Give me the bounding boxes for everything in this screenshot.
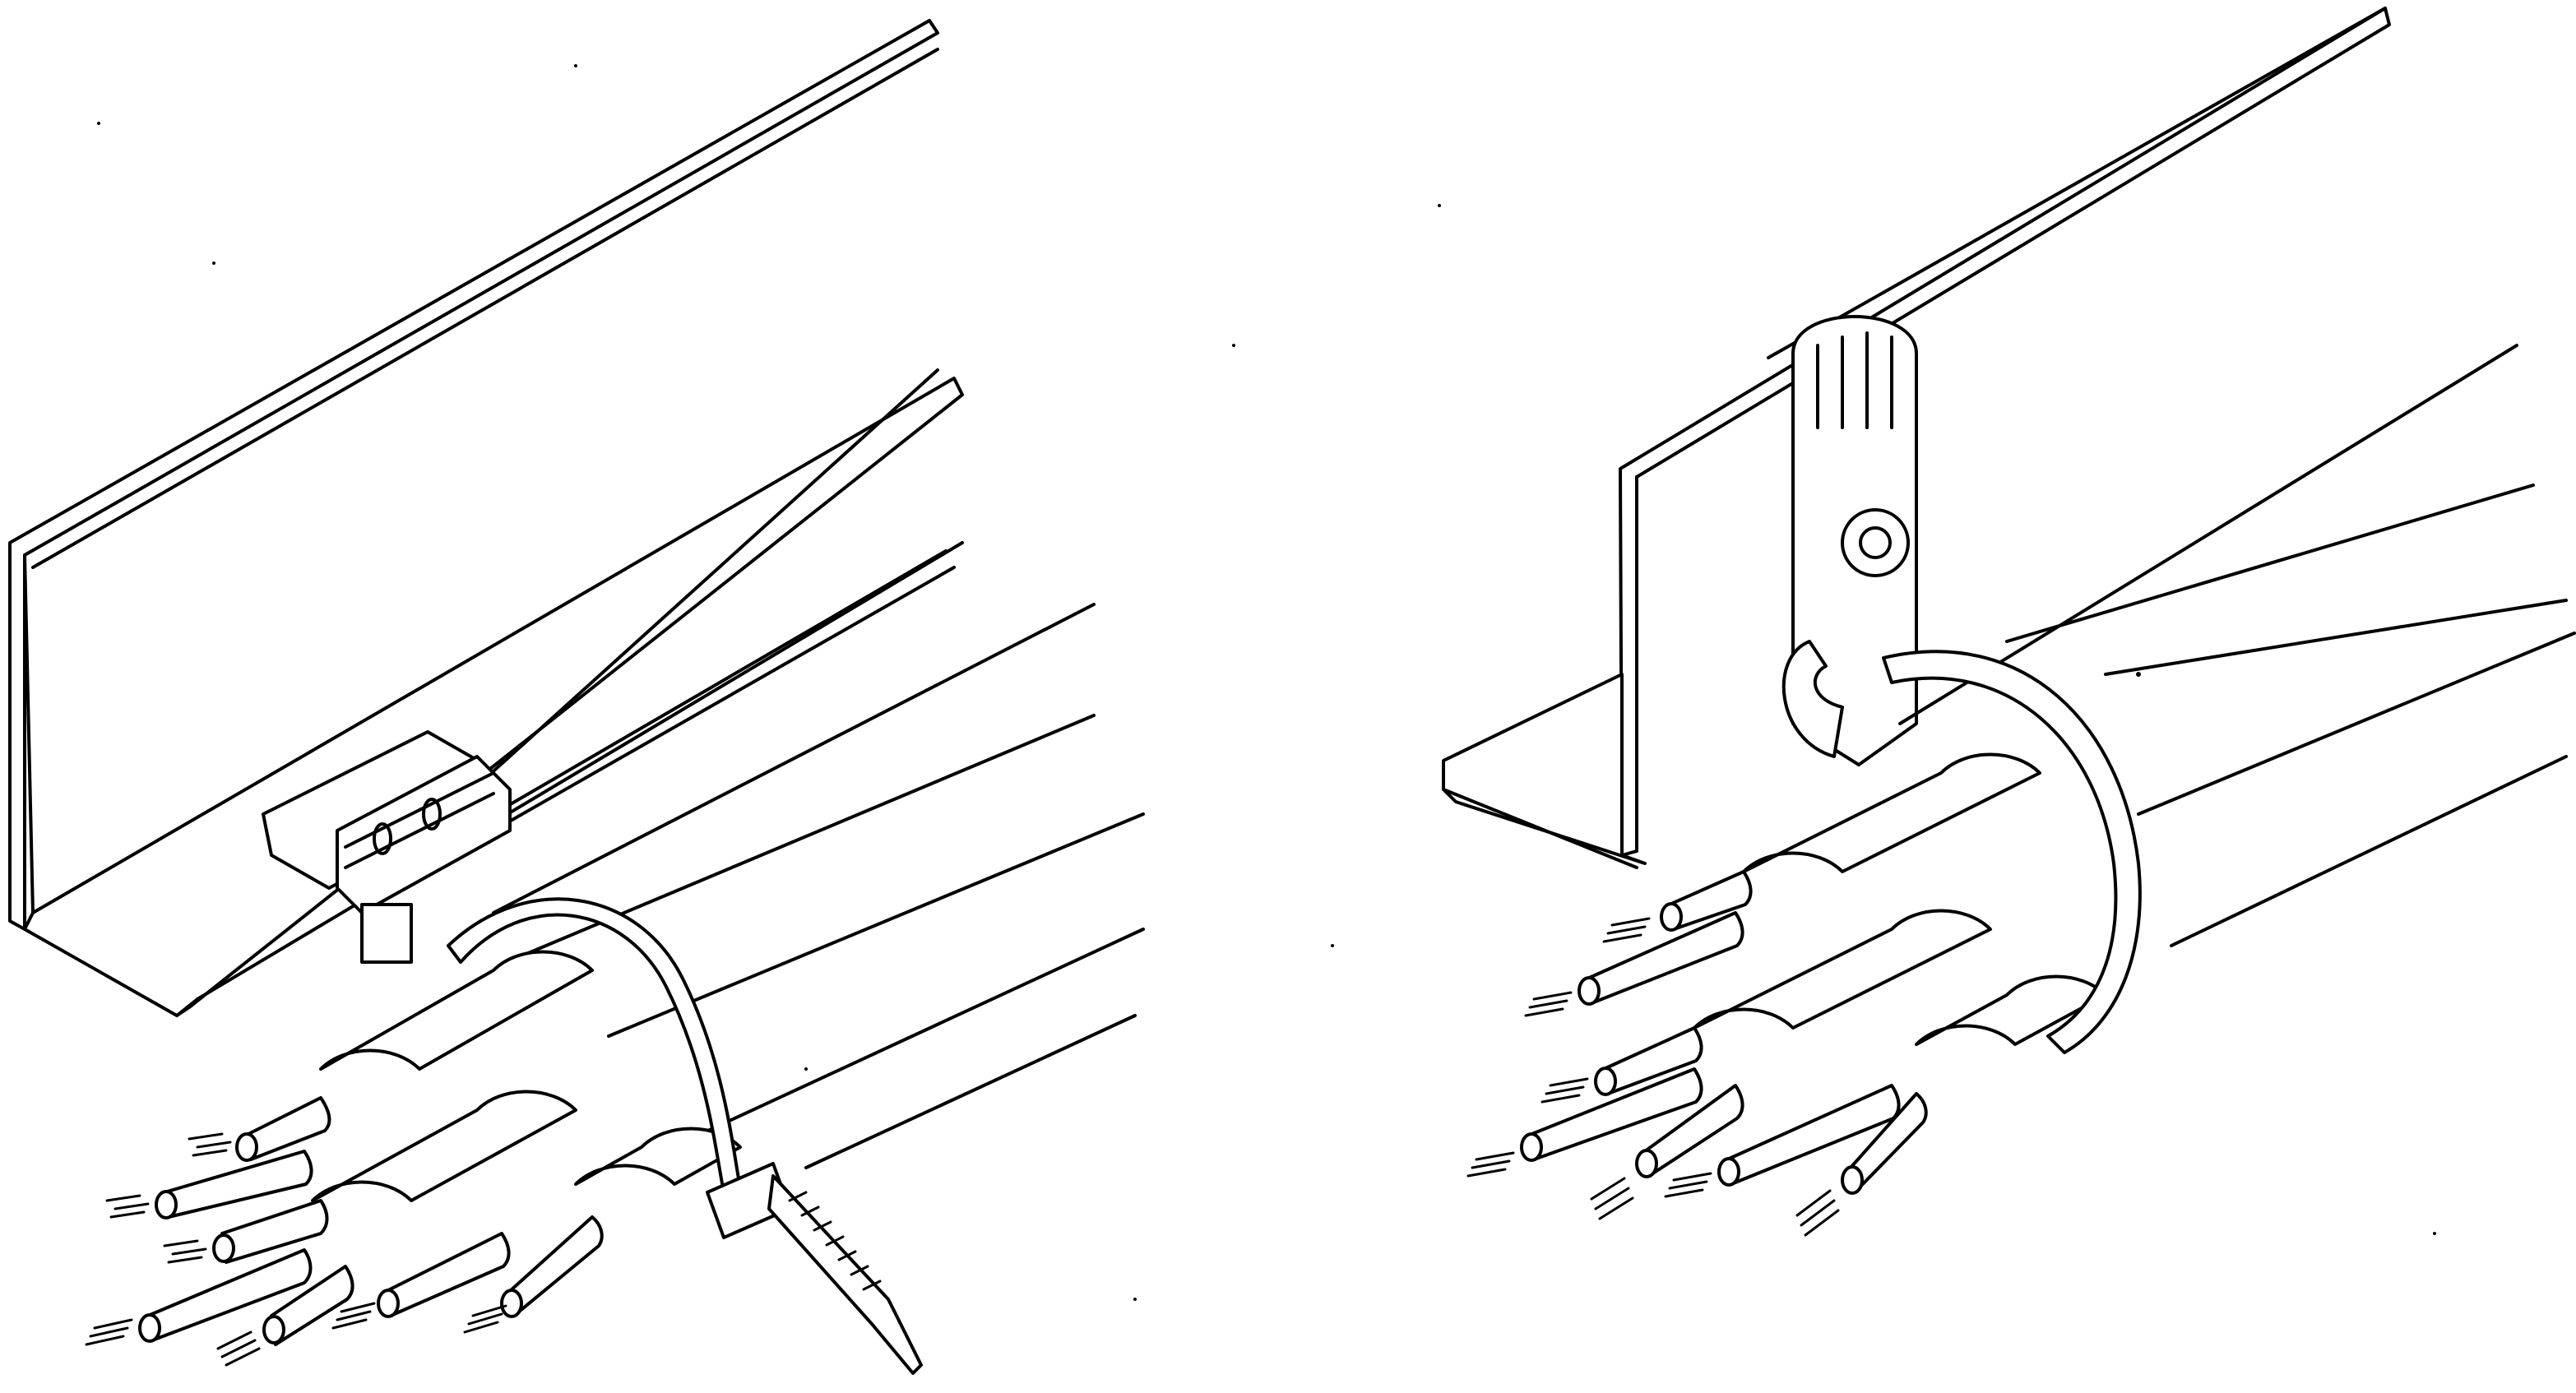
- right-cable-bundle: [1466, 344, 2576, 1237]
- right-panel: [1442, 7, 2576, 1237]
- left-panel: [8, 19, 1145, 1375]
- right-bolt-bracket: [1781, 315, 1918, 766]
- paper-speckles: [97, 64, 2436, 1301]
- right-wire-strands: [1466, 917, 1840, 1237]
- left-flange-clip: [262, 730, 512, 964]
- right-cable-tie: [1882, 650, 2142, 1054]
- left-cable-bundle: [85, 603, 1145, 1367]
- left-cable-tie: [447, 897, 923, 1375]
- left-wire-strands: [85, 1132, 507, 1367]
- left-angle-beam: [8, 19, 964, 1017]
- right-angle-beam: [1442, 7, 2391, 869]
